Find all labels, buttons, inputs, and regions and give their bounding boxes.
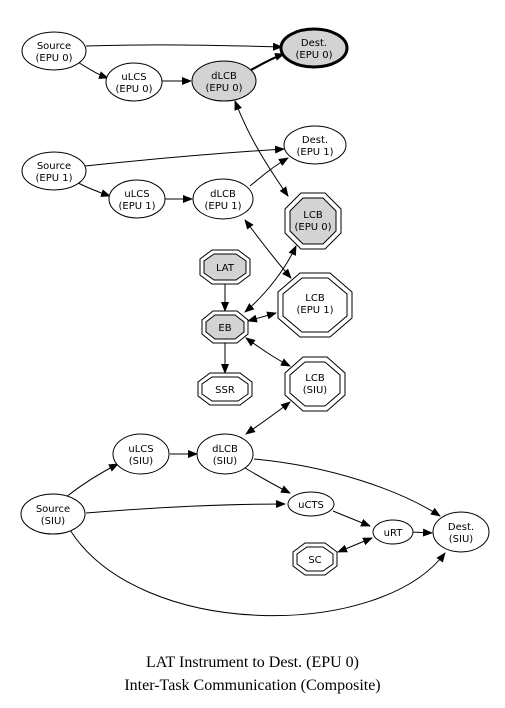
edge-eb-lcb-epu1 [247, 311, 277, 323]
edge-source-epu0-ulcs-epu0 [75, 60, 109, 79]
svg-text:Dest.: Dest. [302, 135, 328, 146]
node-eb: EB [201, 310, 249, 344]
svg-text:uLCS: uLCS [124, 189, 149, 200]
svg-text:uLCS: uLCS [128, 444, 153, 455]
svg-text:(EPU 1): (EPU 1) [296, 147, 333, 158]
node-source-siu: Source (SIU) [20, 493, 86, 535]
edge-source-epu1-dest-epu1 [84, 145, 285, 167]
svg-text:SC: SC [308, 555, 321, 566]
svg-text:LCB: LCB [303, 210, 323, 221]
edge-lcb-siu-dlcb-siu [245, 401, 291, 435]
node-dlcb-siu: dLCB (SIU) [196, 433, 254, 475]
svg-text:LCB: LCB [305, 373, 325, 384]
edge-sc-urt [337, 537, 373, 553]
svg-text:(SIU): (SIU) [213, 456, 238, 467]
edge-urt-dest-siu [410, 528, 433, 537]
svg-text:uLCS: uLCS [121, 72, 146, 83]
svg-text:uRT: uRT [384, 528, 404, 539]
svg-text:Source: Source [37, 161, 71, 172]
svg-text:dLCB: dLCB [212, 444, 238, 455]
svg-text:uCTS: uCTS [298, 500, 324, 511]
edge-dlcb-siu-ucts [244, 467, 291, 494]
node-dlcb-epu0: dLCB (EPU 0) [191, 60, 257, 102]
edge-dlcb-epu0-dest-epu0 [250, 52, 285, 71]
edge-source-epu1-ulcs-epu1 [75, 181, 111, 197]
svg-text:(EPU 0): (EPU 0) [35, 53, 72, 64]
node-dlcb-epu1: dLCB (EPU 1) [192, 178, 254, 220]
svg-text:(EPU 0): (EPU 0) [205, 83, 242, 94]
edge-dlcb-siu-dest-siu [253, 458, 441, 517]
edge-dlcb-epu0-lcb-epu0 [234, 100, 289, 197]
node-lcb-epu0: LCB (EPU 0) [284, 192, 342, 250]
node-source-epu1: Source (EPU 1) [21, 151, 87, 191]
edge-source-epu0-dest-epu0 [85, 42, 283, 51]
edge-source-siu-ucts [85, 500, 286, 514]
communication-diagram: Source (EPU 0) Dest. (EPU 0) uLCS (EPU 0… [20, 27, 490, 617]
caption-subtitle: Inter-Task Communication (Composite) [124, 677, 381, 694]
edge-source-siu-ulcs-siu [65, 463, 119, 498]
svg-text:(SIU): (SIU) [303, 385, 328, 396]
svg-text:(EPU 0): (EPU 0) [294, 222, 331, 233]
svg-text:dLCB: dLCB [211, 71, 237, 82]
svg-text:(SIU): (SIU) [449, 534, 474, 545]
node-urt: uRT [372, 519, 414, 545]
node-ulcs-epu1: uLCS (EPU 1) [108, 179, 166, 219]
edge-dlcb-epu1-lcb-epu1 [244, 219, 292, 279]
svg-text:Dest.: Dest. [301, 38, 327, 49]
node-ucts: uCTS [287, 491, 335, 517]
node-ulcs-epu0: uLCS (EPU 0) [105, 62, 163, 102]
edge-lcb-epu0-eb [244, 245, 297, 313]
svg-text:(SIU): (SIU) [129, 456, 154, 467]
edge-ucts-urt [332, 510, 371, 527]
svg-text:Dest.: Dest. [448, 522, 474, 533]
edge-source-siu-dest-siu [69, 529, 446, 617]
svg-text:(EPU 1): (EPU 1) [296, 305, 333, 316]
caption-title: LAT Instrument to Dest. (EPU 0) [145, 654, 359, 671]
svg-text:Source: Source [36, 504, 70, 515]
svg-text:LAT: LAT [216, 263, 235, 274]
svg-text:(EPU 1): (EPU 1) [204, 201, 241, 212]
svg-text:SSR: SSR [215, 385, 235, 396]
svg-text:EB: EB [218, 323, 231, 334]
node-ulcs-siu: uLCS (SIU) [112, 433, 170, 475]
svg-text:(EPU 0): (EPU 0) [295, 50, 332, 61]
node-lcb-siu: LCB (SIU) [284, 356, 346, 412]
svg-text:Source: Source [37, 41, 71, 52]
svg-text:(SIU): (SIU) [41, 516, 66, 527]
svg-text:dLCB: dLCB [210, 189, 236, 200]
svg-text:(EPU 1): (EPU 1) [118, 201, 155, 212]
svg-text:(EPU 0): (EPU 0) [115, 84, 152, 95]
node-lcb-epu1: LCB (EPU 1) [277, 272, 353, 338]
node-dest-siu: Dest. (SIU) [432, 511, 490, 553]
node-dest-epu0: Dest. (EPU 0) [279, 27, 349, 69]
edge-dlcb-epu1-dest-epu1 [249, 157, 289, 187]
node-ssr: SSR [197, 372, 253, 406]
node-dest-epu1: Dest. (EPU 1) [283, 125, 347, 165]
svg-text:(EPU 1): (EPU 1) [35, 173, 72, 184]
node-sc: SC [292, 542, 338, 576]
node-lat: LAT [199, 249, 251, 285]
svg-text:LCB: LCB [305, 293, 325, 304]
edge-eb-lcb-siu [245, 337, 291, 367]
node-source-epu0: Source (EPU 0) [21, 31, 87, 71]
